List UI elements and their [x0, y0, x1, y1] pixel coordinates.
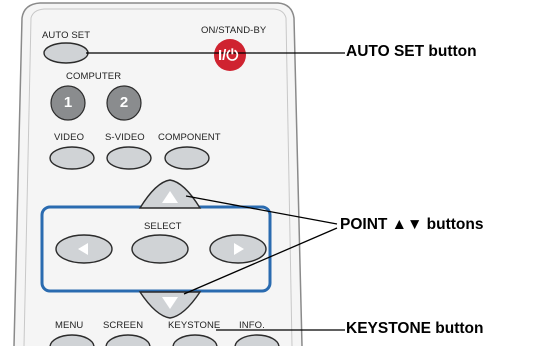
point-callout-line-down	[183, 227, 338, 295]
number-1-button[interactable]	[50, 85, 86, 121]
keystone-label: KEYSTONE	[168, 320, 221, 331]
svideo-label: S-VIDEO	[105, 132, 145, 143]
info-label: INFO.	[239, 320, 265, 331]
number-2-button[interactable]	[106, 85, 142, 121]
up-arrow-icon	[162, 191, 178, 203]
down-arrow-icon	[162, 297, 178, 309]
select-label: SELECT	[144, 221, 182, 232]
point-callout-line-up	[185, 195, 338, 225]
screen-label: SCREEN	[103, 320, 144, 331]
power-button[interactable]	[214, 39, 246, 71]
component-label: COMPONENT	[158, 132, 221, 143]
power-icon: I/⏻	[218, 47, 239, 64]
auto-set-button[interactable]	[43, 42, 89, 64]
auto-set-callout: AUTO SET button	[346, 43, 477, 60]
remote-inner-edge	[23, 8, 293, 347]
video-label: VIDEO	[54, 132, 85, 143]
video-button[interactable]	[49, 146, 95, 170]
point-callout: POINT ▲▼ buttons	[340, 216, 484, 233]
menu-label: MENU	[55, 320, 84, 331]
left-arrow-icon	[78, 243, 88, 255]
select-button[interactable]	[131, 234, 189, 264]
computer-label: COMPUTER	[66, 71, 122, 82]
keystone-callout: KEYSTONE button	[346, 320, 484, 337]
digit-2-label: 2	[119, 94, 129, 111]
right-arrow-icon	[234, 243, 244, 255]
digit-1-label: 1	[63, 94, 73, 111]
power-label: ON/STAND-BY	[201, 25, 267, 36]
svideo-button[interactable]	[106, 146, 152, 170]
component-button[interactable]	[164, 146, 210, 170]
auto-set-label: AUTO SET	[42, 30, 91, 41]
